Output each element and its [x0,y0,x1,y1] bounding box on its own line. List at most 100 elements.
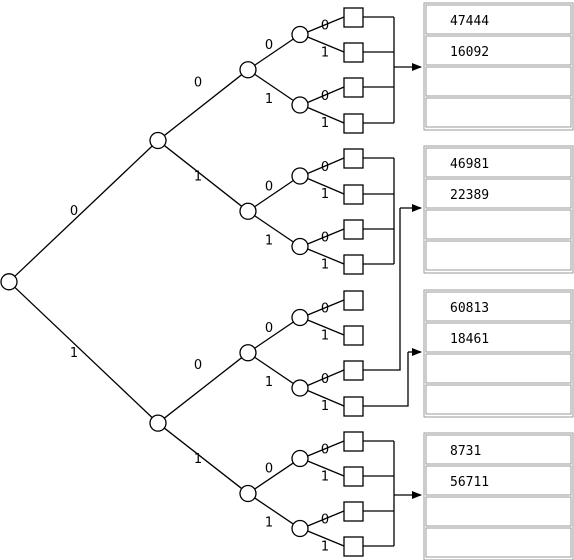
tree-edge [254,462,294,490]
edge-label-0: 0 [321,372,329,387]
bucket-slot [425,240,572,271]
edge-label-0: 0 [194,76,202,91]
edge-label-1: 1 [194,452,202,467]
bucket-slot-value: 60813 [450,301,489,316]
bucket-slot-value: 47444 [450,14,489,29]
edge-label-0: 0 [194,358,202,373]
edge-label-1: 1 [321,540,329,555]
tree-edge [254,497,294,525]
trie-node [239,202,257,220]
tree-edge [307,299,345,316]
bucket-slot [425,35,572,66]
leaf-square [343,77,364,98]
edge-label-0: 0 [265,462,273,477]
leaf-square [343,325,364,346]
leaf-square [343,290,364,311]
tree-edge [254,179,294,208]
tree-nodes [0,7,364,557]
tree-edge [307,319,345,336]
bucket-slot [425,384,572,415]
bucket-slot-value: 56711 [450,475,489,490]
trie-node [149,414,167,432]
tree-edge [307,86,345,104]
edge-label-0: 0 [265,321,273,336]
edge-label-1: 1 [321,187,329,202]
tree-edge [307,460,345,477]
edge-label-0: 0 [321,443,329,458]
tree-edge [163,144,243,207]
bucket-slot [425,4,572,35]
edge-label-1: 1 [265,516,273,531]
tree-edge [254,73,294,102]
leaf-to-bucket-wires [363,16,422,547]
edge-label-1: 1 [321,329,329,344]
bucket-slot [425,291,572,322]
trie-node [291,167,309,185]
leaf-square [343,254,364,275]
tree-edge [307,369,345,387]
wire [363,208,401,371]
edge-label-0: 0 [265,179,273,194]
leaf-square [343,219,364,240]
wire [363,352,409,407]
trie-node [291,449,309,468]
edge-label-1: 1 [321,399,329,414]
edge-label-1: 1 [70,346,78,361]
trie-node [291,379,309,397]
tree-edge [307,510,345,527]
bucket-slot [425,527,572,558]
bucket-slot [425,353,572,384]
edge-label-1: 1 [321,116,329,131]
edge-label-0: 0 [321,513,329,528]
trie-node [291,237,309,256]
trie-node [239,61,257,79]
leaf-square [343,431,364,452]
tree-edge [307,530,345,547]
trie-node [149,131,167,150]
edge-label-1: 1 [265,233,273,248]
tree-edge [14,145,153,277]
leaf-square [343,536,364,557]
bucket-slot [425,178,572,209]
tree-edge [307,228,345,245]
tree-edge [307,106,345,124]
leaf-square [343,148,364,169]
tree-edge [163,427,243,490]
leaf-square [343,466,364,487]
trie-node [291,96,309,114]
tree-edge [307,248,345,265]
tree-edge [163,357,243,419]
edge-label-0: 0 [321,302,329,317]
leaf-square [343,501,364,522]
bucket: 8731 56711 [423,432,574,560]
leaf-square [343,42,364,63]
bucket-slot-value: 22389 [450,188,489,203]
edge-label-0: 0 [321,160,329,175]
edge-label-0: 0 [265,38,273,53]
bucket-slot [425,322,572,353]
leaf-square [343,396,364,417]
tree-edge [307,36,345,53]
bucket-slot-value: 16092 [450,45,489,60]
edge-label-0: 0 [70,204,78,219]
edge-label-0: 0 [321,89,329,104]
leaf-square [343,360,364,381]
trie-node [0,273,18,291]
leaf-square [343,184,364,205]
bucket-slot [425,66,572,97]
edge-label-1: 1 [321,470,329,485]
edge-label-0: 0 [321,19,329,34]
trie-node [239,484,257,503]
bucket-slot-value: 8731 [450,444,481,459]
trie-node [291,25,309,44]
bucket-slot [425,209,572,240]
bucket-slot [425,465,572,496]
tree-edge [254,356,294,385]
bucket-slot [425,434,572,465]
tree-edge [307,16,345,33]
tree-edge [307,389,345,407]
